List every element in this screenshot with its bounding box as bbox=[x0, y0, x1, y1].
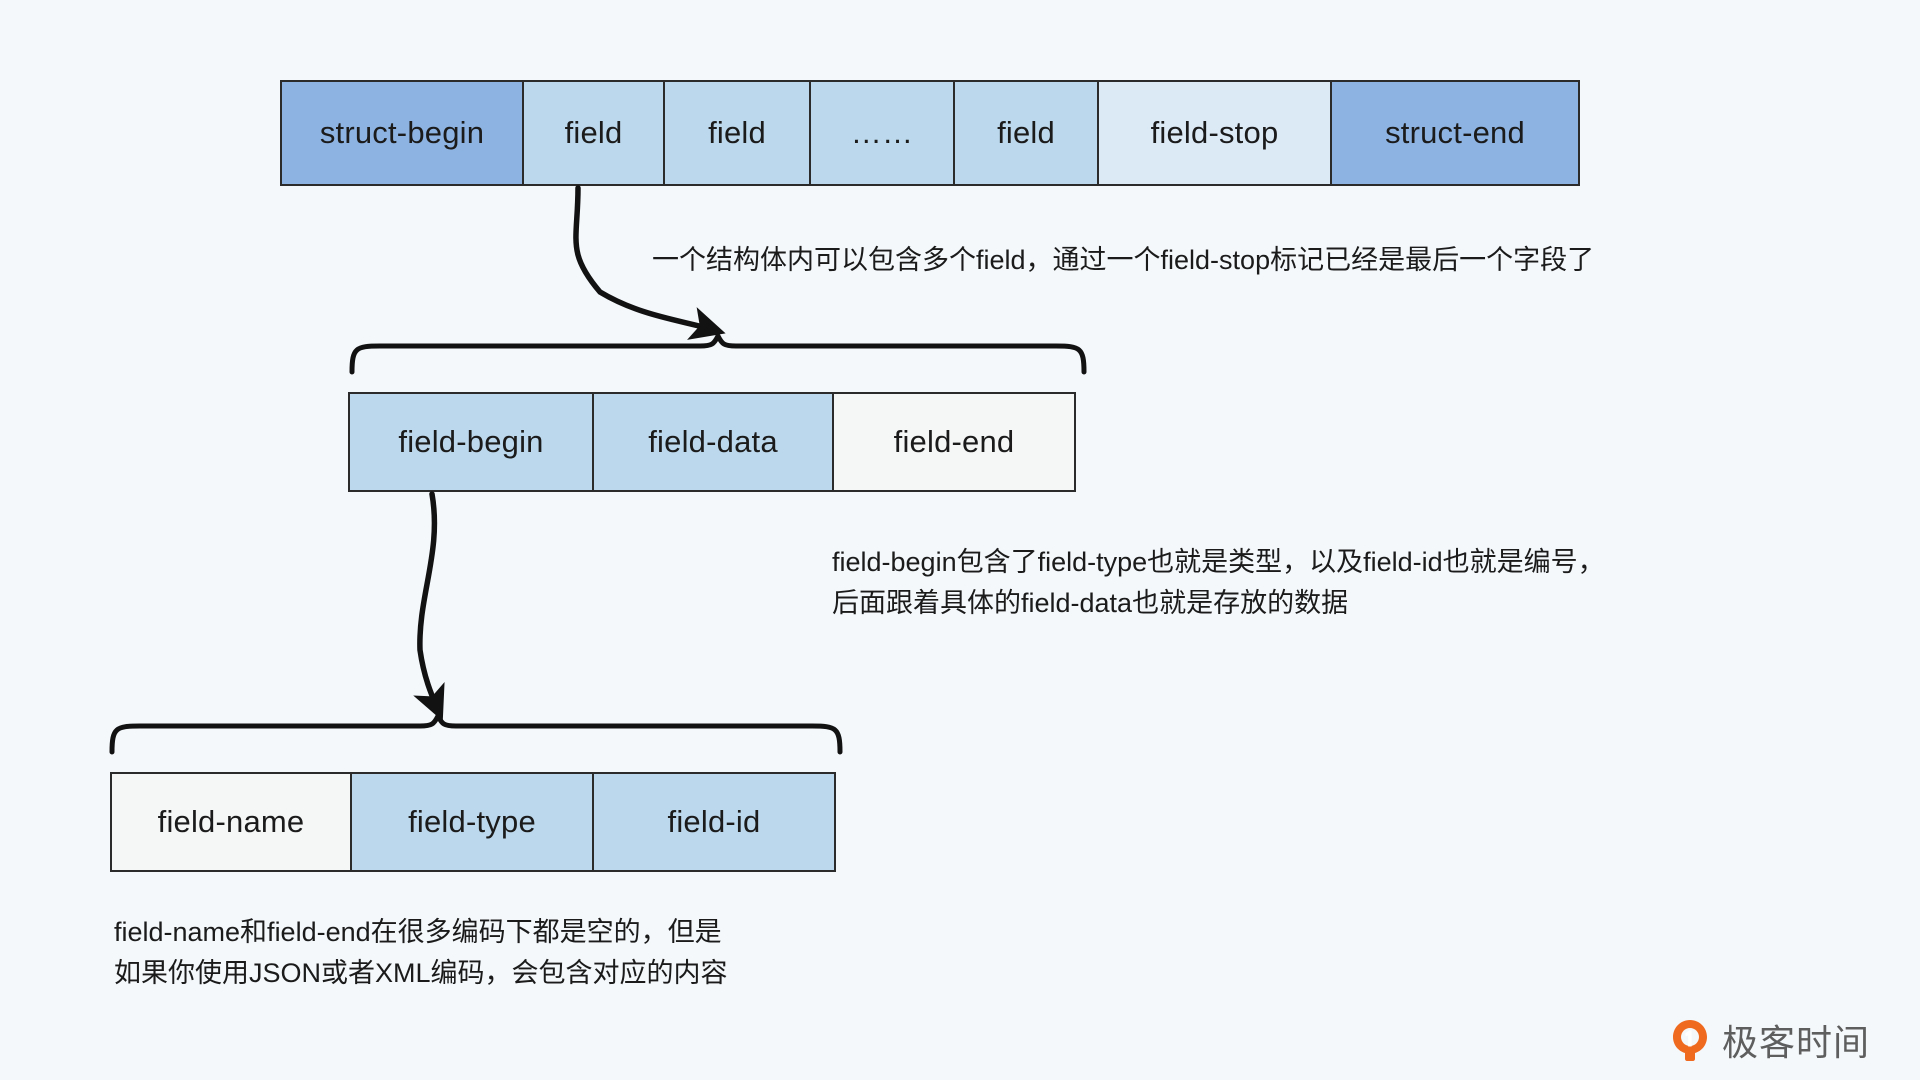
field-layout-row: field-begin field-data field-end bbox=[348, 392, 1076, 492]
struct-layout-row: struct-begin field field …… field field-… bbox=[280, 80, 1580, 186]
cell-ellipsis[interactable]: …… bbox=[809, 80, 955, 186]
note-field-begin: field-begin包含了field-type也就是类型，以及field-id… bbox=[832, 547, 1605, 619]
cell-struct-end[interactable]: struct-end bbox=[1330, 80, 1580, 186]
cell-field-stop[interactable]: field-stop bbox=[1097, 80, 1332, 186]
cell-field-data[interactable]: field-data bbox=[592, 392, 834, 492]
brace-to-field-begin-row bbox=[109, 713, 843, 755]
cell-struct-begin[interactable]: struct-begin bbox=[280, 80, 524, 186]
field-begin-layout-row: field-name field-type field-id bbox=[110, 772, 836, 872]
geektime-logo-icon bbox=[1668, 1018, 1712, 1062]
cell-field-3[interactable]: field bbox=[953, 80, 1099, 186]
cell-field-end[interactable]: field-end bbox=[832, 392, 1076, 492]
cell-field-name[interactable]: field-name bbox=[110, 772, 352, 872]
watermark-text: 极客时间 bbox=[1722, 1022, 1871, 1063]
brace-to-field-row bbox=[349, 333, 1087, 375]
note-struct: 一个结构体内可以包含多个field，通过一个field-stop标记已经是最后一… bbox=[652, 245, 1595, 275]
cell-field-2[interactable]: field bbox=[663, 80, 811, 186]
cell-field-1[interactable]: field bbox=[522, 80, 665, 186]
watermark: 极客时间 bbox=[1668, 1014, 1870, 1066]
cell-field-id[interactable]: field-id bbox=[592, 772, 836, 872]
cell-field-begin[interactable]: field-begin bbox=[348, 392, 594, 492]
note-field-name: field-name和field-end在很多编码下都是空的，但是 如果你使用J… bbox=[114, 917, 728, 989]
cell-field-type[interactable]: field-type bbox=[350, 772, 594, 872]
arrow-field-to-field-begin bbox=[413, 491, 445, 722]
